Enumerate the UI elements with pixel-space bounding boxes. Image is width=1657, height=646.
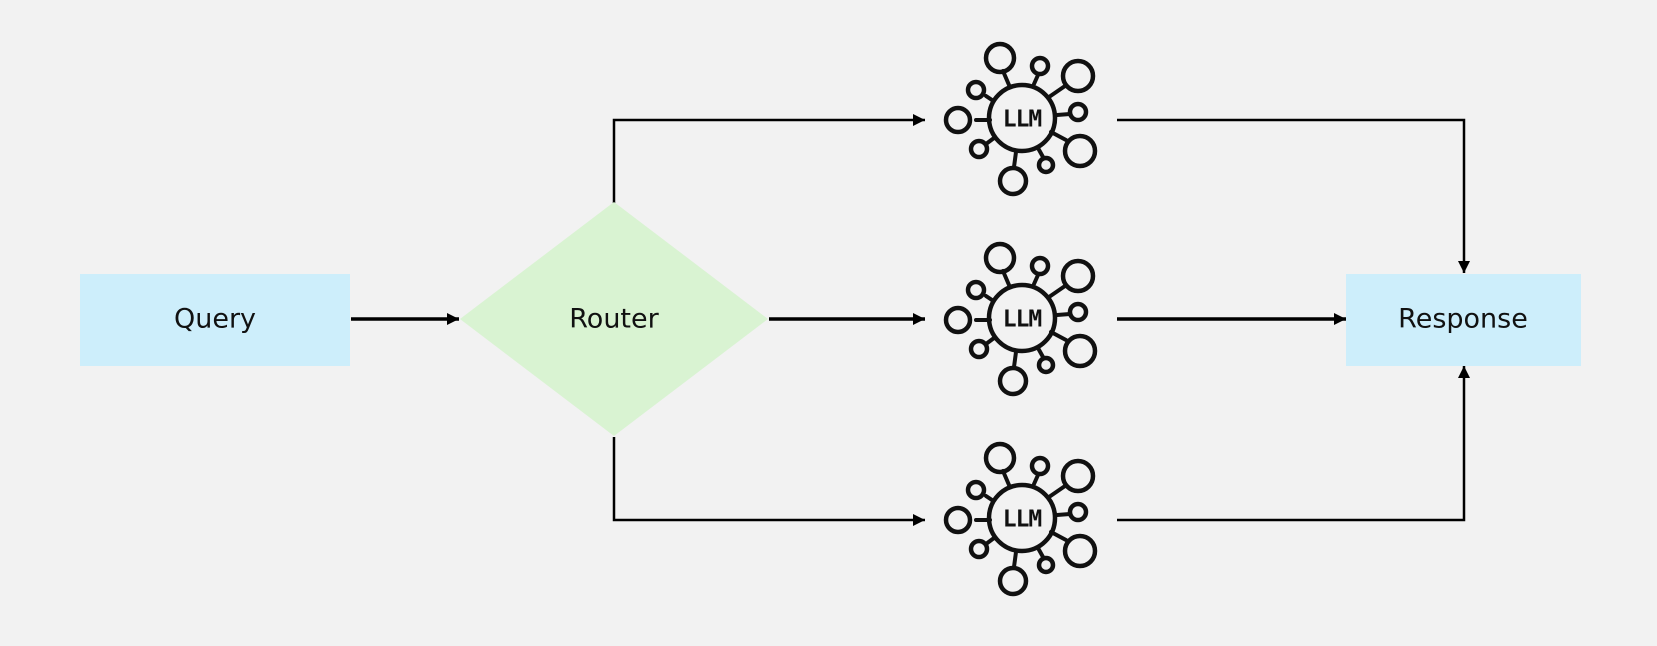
llm-node-bottom: LLM bbox=[946, 444, 1095, 594]
router-node: Router bbox=[460, 202, 768, 436]
response-node: Response bbox=[1346, 274, 1581, 366]
response-label: Response bbox=[1398, 304, 1528, 335]
edge-router-to-llm-bottom bbox=[612, 437, 925, 526]
llm-label: LLM bbox=[1003, 107, 1042, 133]
response-box bbox=[1346, 274, 1581, 366]
query-node: Query bbox=[80, 274, 350, 366]
edge-router-to-llm-top bbox=[612, 114, 925, 203]
edge-llm-bottom-to-response bbox=[1117, 366, 1470, 522]
llm-node-top: LLM bbox=[946, 44, 1095, 194]
llm-node-middle: LLM bbox=[946, 244, 1095, 394]
query-box bbox=[80, 274, 350, 366]
query-label: Query bbox=[174, 304, 256, 335]
router-label: Router bbox=[569, 304, 659, 335]
edge-llm-top-to-response bbox=[1117, 118, 1470, 273]
llm-label: LLM bbox=[1003, 507, 1042, 533]
edges bbox=[351, 114, 1470, 526]
llm-label: LLM bbox=[1003, 307, 1042, 333]
router-diamond bbox=[460, 202, 768, 436]
